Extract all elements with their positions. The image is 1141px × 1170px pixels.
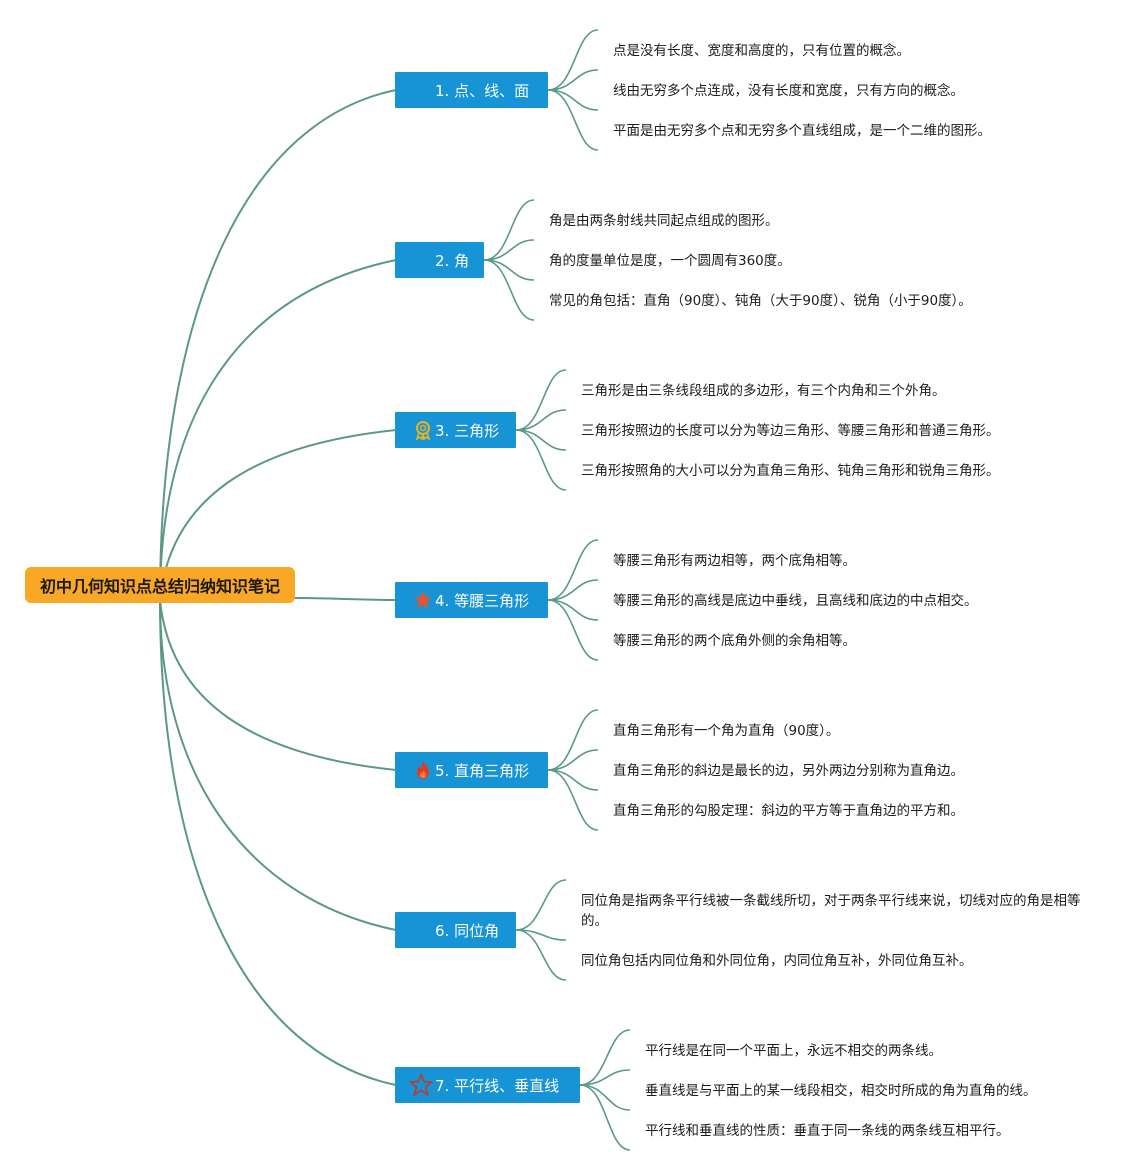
branch-6-label: 6. 同位角 xyxy=(435,921,500,940)
branch-3-item-3: 三角形按照角的大小可以分为直角三角形、钝角三角形和锐角三角形。 xyxy=(581,463,1000,479)
branch-7-item-3: 平行线和垂直线的性质：垂直于同一条线的两条线互相平行。 xyxy=(645,1123,1010,1139)
branch-3-item-1: 三角形是由三条线段组成的多边形，有三个内角和三个外角。 xyxy=(581,383,946,399)
branch-4-label: 4. 等腰三角形 xyxy=(435,591,530,610)
fan-5-2 xyxy=(547,749,599,771)
root-connector-1 xyxy=(159,89,397,601)
fan-2-4 xyxy=(483,259,535,321)
fan-6-3 xyxy=(515,929,567,981)
fan-2-3 xyxy=(483,259,535,281)
branch-3[interactable]: 3. 三角形 xyxy=(395,412,516,448)
branch-4-item-2: 等腰三角形的高线是底边中垂线，且高线和底边的中点相交。 xyxy=(613,593,978,609)
root-connector-6 xyxy=(159,599,397,931)
root-connector-2 xyxy=(159,259,397,601)
branch-7-item-2: 垂直线是与平面上的某一线段相交，相交时所成的角为直角的线。 xyxy=(645,1083,1037,1099)
root-connector-5 xyxy=(159,599,397,771)
root-topic-label: 初中几何知识点总结归纳知识笔记 xyxy=(39,577,280,596)
fan-7-2 xyxy=(579,1069,631,1086)
fan-3-1 xyxy=(515,369,567,431)
branch-1-item-3: 平面是由无穷多个点和无穷多个直线组成，是一个二维的图形。 xyxy=(613,123,991,139)
fan-7-4 xyxy=(579,1084,631,1151)
branch-6[interactable]: 6. 同位角 xyxy=(395,912,516,948)
fan-7-1 xyxy=(579,1029,631,1086)
empty-icon-slot xyxy=(413,920,433,940)
fan-3-3 xyxy=(515,429,567,451)
root-connector-4 xyxy=(294,597,397,601)
empty-icon-slot xyxy=(413,80,433,100)
fan-4-3 xyxy=(547,599,599,621)
branch-3-label: 3. 三角形 xyxy=(435,421,500,440)
fan-1-1 xyxy=(547,29,599,91)
fan-3-4 xyxy=(515,429,567,491)
fan-7-3 xyxy=(579,1084,631,1111)
root-connector-3 xyxy=(159,429,397,601)
fan-5-4 xyxy=(547,769,599,831)
fan-1-4 xyxy=(547,89,599,151)
fan-6-1 xyxy=(515,879,567,931)
fan-1-3 xyxy=(547,89,599,111)
branch-5-label: 5. 直角三角形 xyxy=(435,761,530,780)
branch-4-item-1: 等腰三角形有两边相等，两个底角相等。 xyxy=(613,553,856,569)
fan-4-4 xyxy=(547,599,599,661)
award-ribbon-icon xyxy=(413,420,433,440)
branch-4-item-3: 等腰三角形的两个底角外侧的余角相等。 xyxy=(613,633,856,649)
root-connector-7 xyxy=(159,599,397,1086)
branch-5-item-3: 直角三角形的勾股定理：斜边的平方等于直角边的平方和。 xyxy=(613,803,964,819)
fan-5-3 xyxy=(547,769,599,791)
branch-1-label: 1. 点、线、面 xyxy=(435,81,530,100)
branch-6-item-2: 同位角包括内同位角和外同位角，内同位角互补，外同位角互补。 xyxy=(581,953,973,969)
branch-6-item-1: 同位角是指两条平行线被一条截线所切，对于两条平行线来说，切线对应的角是相等的。 xyxy=(581,893,1081,929)
filled-star-icon xyxy=(413,590,433,610)
empty-icon-slot xyxy=(413,250,433,270)
fan-4-2 xyxy=(547,579,599,601)
branch-1[interactable]: 1. 点、线、面 xyxy=(395,72,548,108)
fan-2-2 xyxy=(483,239,535,261)
fan-1-2 xyxy=(547,69,599,91)
branch-2-item-2: 角的度量单位是度，一个圆周有360度。 xyxy=(549,253,791,269)
branch-4[interactable]: 4. 等腰三角形 xyxy=(395,582,548,618)
fan-3-2 xyxy=(515,409,567,431)
fire-icon xyxy=(413,760,433,780)
branch-2-item-3: 常见的角包括：直角（90度）、钝角（大于90度）、锐角（小于90度）。 xyxy=(549,293,972,309)
branch-7-item-1: 平行线是在同一个平面上，永远不相交的两条线。 xyxy=(645,1043,942,1059)
fan-5-1 xyxy=(547,709,599,771)
fan-4-1 xyxy=(547,539,599,601)
root-topic[interactable]: 初中几何知识点总结归纳知识笔记 xyxy=(25,567,295,603)
branch-5[interactable]: 5. 直角三角形 xyxy=(395,752,548,788)
outline-star-icon xyxy=(409,1073,433,1097)
branch-2[interactable]: 2. 角 xyxy=(395,242,484,278)
branch-5-item-1: 直角三角形有一个角为直角（90度）。 xyxy=(613,723,840,739)
branch-7-label: 7. 平行线、垂直线 xyxy=(435,1076,560,1095)
branch-5-item-2: 直角三角形的斜边是最长的边，另外两边分别称为直角边。 xyxy=(613,763,964,779)
branch-1-item-2: 线由无穷多个点连成，没有长度和宽度，只有方向的概念。 xyxy=(613,83,964,99)
branch-7[interactable]: 7. 平行线、垂直线 xyxy=(395,1067,580,1103)
branch-3-item-2: 三角形按照边的长度可以分为等边三角形、等腰三角形和普通三角形。 xyxy=(581,423,1000,439)
branch-2-item-1: 角是由两条射线共同起点组成的图形。 xyxy=(549,213,779,229)
fan-2-1 xyxy=(483,199,535,261)
branch-1-item-1: 点是没有长度、宽度和高度的，只有位置的概念。 xyxy=(613,43,910,59)
branch-2-label: 2. 角 xyxy=(435,251,470,270)
